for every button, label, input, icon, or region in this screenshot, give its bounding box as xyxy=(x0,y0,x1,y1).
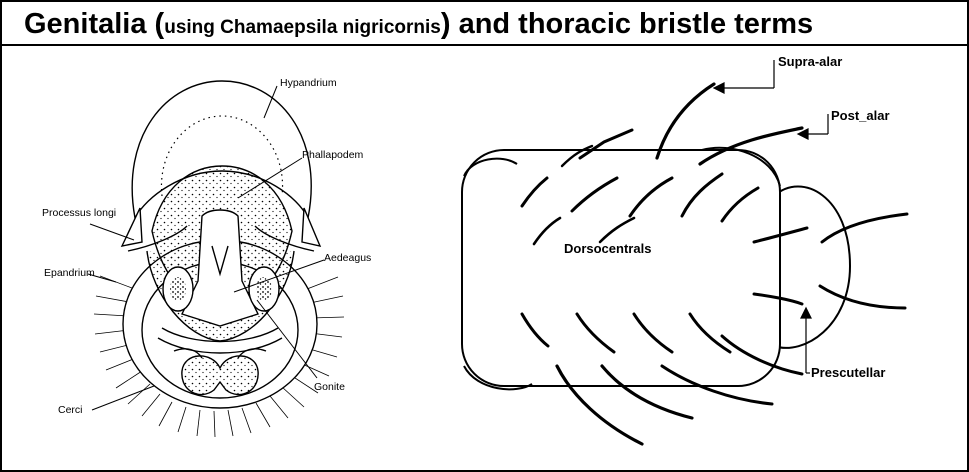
title-rest: and thoracic bristle terms xyxy=(451,8,814,40)
label-dorsocentrals: Dorsocentrals xyxy=(564,241,651,256)
genitalia-drawing xyxy=(94,81,344,437)
label-processus-longi: Processus longi xyxy=(42,207,116,219)
title-close-paren: ) xyxy=(441,8,451,40)
label-aedeagus: Aedeagus xyxy=(324,252,371,264)
label-post-alar: Post_alar xyxy=(831,108,890,123)
label-hypandrium: Hypandrium xyxy=(280,77,337,89)
thorax-drawing xyxy=(462,148,850,390)
label-cerci: Cerci xyxy=(58,404,83,416)
title-genitalia: Genitalia xyxy=(24,8,147,40)
label-supra-alar: Supra-alar xyxy=(778,54,842,69)
scutum-outline xyxy=(462,150,780,386)
scutellum-outline xyxy=(774,187,850,348)
title-open-paren: ( xyxy=(147,8,165,40)
diagram-area: Hypandrium Phallapodem Processus longi A… xyxy=(2,46,967,470)
label-epandrium: Epandrium xyxy=(44,267,95,279)
title-species: using Chamaepsila nigricornis xyxy=(164,17,441,38)
label-gonite: Gonite xyxy=(314,381,345,393)
figure-title: Genitalia (using Chamaepsila nigricornis… xyxy=(2,2,967,46)
label-prescutellar: Prescutellar xyxy=(811,365,885,380)
label-phallapodem: Phallapodem xyxy=(302,149,364,161)
